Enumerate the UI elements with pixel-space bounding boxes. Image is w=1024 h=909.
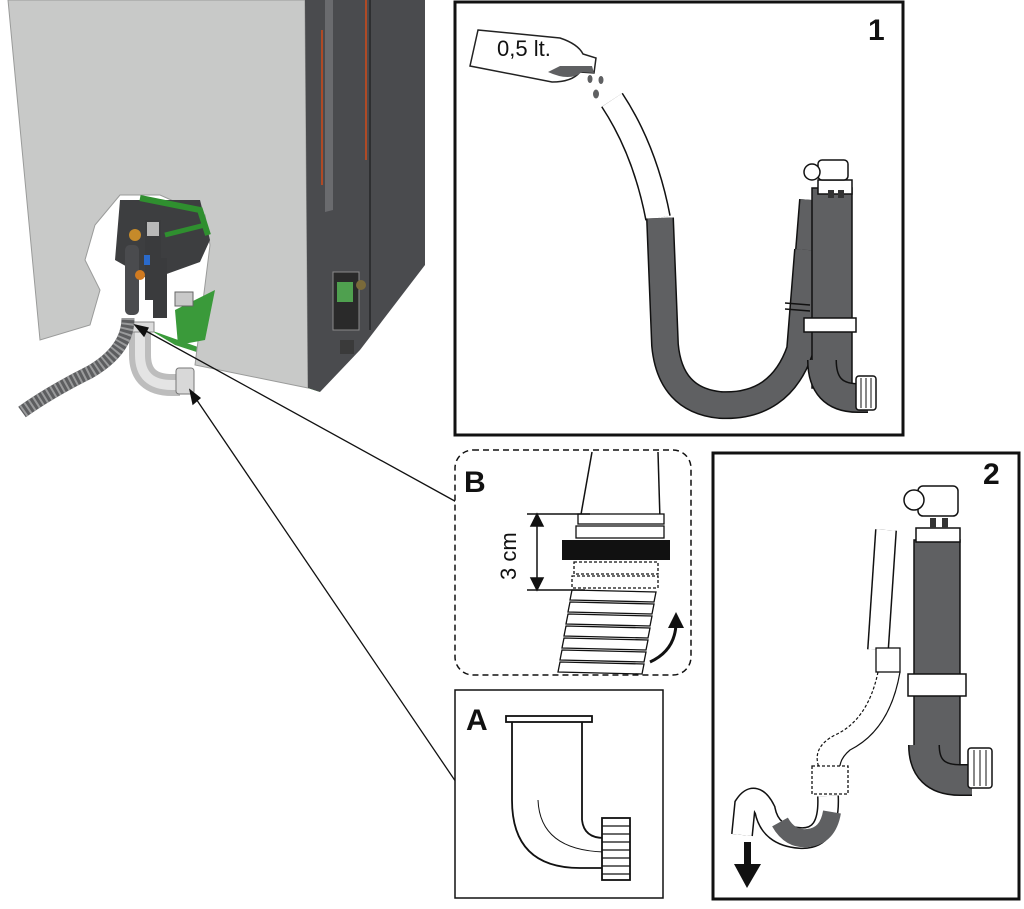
boiler-front-panel	[7, 0, 309, 389]
boiler-illustration	[7, 0, 425, 418]
residual-water	[772, 810, 841, 848]
siphon-body-1	[803, 159, 877, 413]
water-bottle: 0,5 lt.	[469, 29, 597, 83]
panel-1: 1 0,5 lt.	[453, 0, 905, 437]
hose-sleeve	[575, 513, 665, 539]
drain-hose	[18, 317, 135, 418]
siphon-elbow-part	[505, 715, 631, 881]
drain-down-arrow-icon	[734, 842, 761, 888]
panel-a: A	[454, 689, 664, 899]
panel-a-letter: A	[466, 704, 488, 737]
rotate-arrow-icon	[649, 612, 684, 664]
bottle-volume-label: 0,5 lt.	[497, 36, 551, 61]
panel-2-number: 2	[983, 458, 1000, 491]
water-drops	[587, 75, 604, 99]
dimension-label: 3 cm	[496, 532, 521, 580]
leader-lines	[133, 323, 463, 786]
panel-b-letter: B	[464, 466, 486, 499]
dimension-marker	[527, 512, 590, 592]
siphon-body-2	[903, 485, 993, 796]
panel-1-number: 1	[868, 14, 885, 47]
panel-b: B 3 cm	[454, 449, 692, 676]
corrugated-hose	[557, 589, 657, 675]
sealing-band	[562, 540, 670, 560]
panel-2: 2	[711, 451, 1021, 901]
